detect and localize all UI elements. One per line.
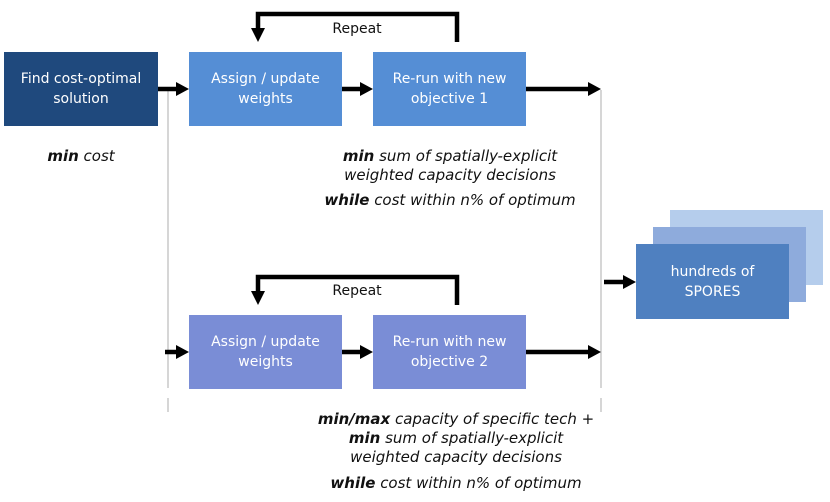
box-label-line: weights <box>238 91 293 107</box>
arrowhead <box>360 82 373 96</box>
arrow-rerun-2-out <box>526 345 601 359</box>
caption-line: weighted capacity decisions <box>344 166 556 184</box>
repeat-loop-1 <box>251 11 460 42</box>
rerun-objective-2-box: Re-run with new objective 2 <box>373 315 526 389</box>
repeat-loop-path <box>255 11 460 42</box>
caption-line: min/max capacity of specific tech + <box>306 410 606 429</box>
caption-text: sum of spatially-explicit <box>385 429 564 447</box>
arrow-merge-to-spores <box>604 275 636 289</box>
box-label-line: objective 1 <box>410 91 489 107</box>
arrowhead <box>176 82 189 96</box>
caption-text: capacity of specific tech + <box>394 410 595 428</box>
box-label-line: weights <box>238 354 293 370</box>
arrowhead <box>588 345 601 359</box>
box-label-line: hundreds of <box>670 263 755 280</box>
caption-text: cost within n% of optimum <box>374 191 576 209</box>
arrow-assign-1-to-rerun-1 <box>342 82 373 96</box>
arrow-split-to-assign-2 <box>165 345 189 359</box>
caption-line: while cost within n% of optimum <box>300 191 600 210</box>
box-label-line: objective 2 <box>410 354 489 370</box>
box-label-line: Find cost-optimal <box>20 71 142 87</box>
arrowhead <box>588 82 601 96</box>
arrowhead <box>360 345 373 359</box>
arrowhead <box>251 28 265 42</box>
rerun-objective-1-box: Re-run with new objective 1 <box>373 52 526 126</box>
box-label-line: Assign / update <box>211 71 320 87</box>
box-label-line: Assign / update <box>211 334 320 350</box>
hundreds-of-spores-box: hundreds of SPORES <box>636 244 789 319</box>
repeat-loop-path <box>255 274 460 305</box>
caption-keyword: while <box>330 474 376 492</box>
caption-line: weighted capacity decisions <box>350 448 562 466</box>
caption-text: sum of spatially-explicit <box>379 147 558 165</box>
repeat-loop-2 <box>251 274 460 305</box>
arrowhead <box>623 275 636 289</box>
arrow-start-to-assign-1 <box>158 82 189 96</box>
arrow-assign-2-to-rerun-2 <box>342 345 373 359</box>
objective-2-caption: min/max capacity of specific tech + min … <box>306 410 606 493</box>
caption-line: min cost <box>4 147 158 166</box>
box-label-line: SPORES <box>684 283 741 300</box>
caption-line: min sum of spatially-explicit <box>300 147 600 166</box>
arrow-rerun-1-out <box>526 82 601 96</box>
arrowhead <box>176 345 189 359</box>
objective-1-caption: min sum of spatially-explicit weighted c… <box>300 147 600 210</box>
repeat-label-2: Repeat <box>332 283 382 299</box>
caption-keyword: while <box>324 191 370 209</box>
assign-update-weights-box-1: Assign / update weights <box>189 52 342 126</box>
caption-keyword: min <box>348 429 381 447</box>
caption-text: cost <box>83 147 115 165</box>
find-cost-optimal-solution-box: Find cost-optimal solution <box>4 52 158 126</box>
caption-keyword: min <box>342 147 375 165</box>
caption-text: cost within n% of optimum <box>380 474 582 492</box>
caption-line: min sum of spatially-explicit <box>306 429 606 448</box>
box-label-line: solution <box>53 91 109 107</box>
caption-keyword: min <box>47 147 79 165</box>
caption-keyword: min/max <box>317 410 391 428</box>
caption-line: while cost within n% of optimum <box>306 474 606 493</box>
box-label-line: Re-run with new <box>392 334 507 350</box>
repeat-label-1: Repeat <box>332 21 382 37</box>
start-objective-caption: min cost <box>4 147 158 166</box>
arrowhead <box>251 291 265 305</box>
assign-update-weights-box-2: Assign / update weights <box>189 315 342 389</box>
box-label-line: Re-run with new <box>392 71 507 87</box>
